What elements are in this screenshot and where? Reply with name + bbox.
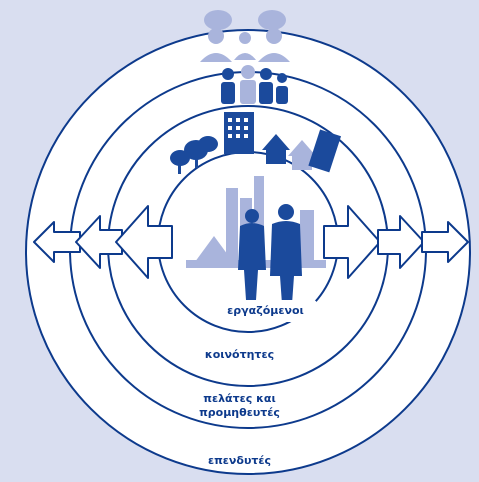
arrow-right-3: [323, 205, 381, 279]
group-people-icon: [221, 65, 288, 104]
arrow-left-3: [115, 205, 173, 279]
label-employees: εργαζόμενοι: [214, 300, 317, 322]
arrow-right-1: [421, 221, 469, 263]
workers-factory-icon: [186, 176, 326, 304]
left-arrows: [33, 205, 173, 279]
speech-bubbles-people-icon: [200, 10, 290, 62]
label-customers-line1: πελάτες και: [203, 392, 276, 405]
city-trees-buildings-icon: [170, 112, 342, 174]
label-investors: επενδυτές: [207, 454, 272, 467]
right-arrows: [323, 205, 469, 279]
arrow-right-2: [377, 215, 425, 269]
label-communities: κοινότητες: [204, 348, 275, 361]
label-customers-line2: προμηθευτές: [199, 406, 280, 419]
